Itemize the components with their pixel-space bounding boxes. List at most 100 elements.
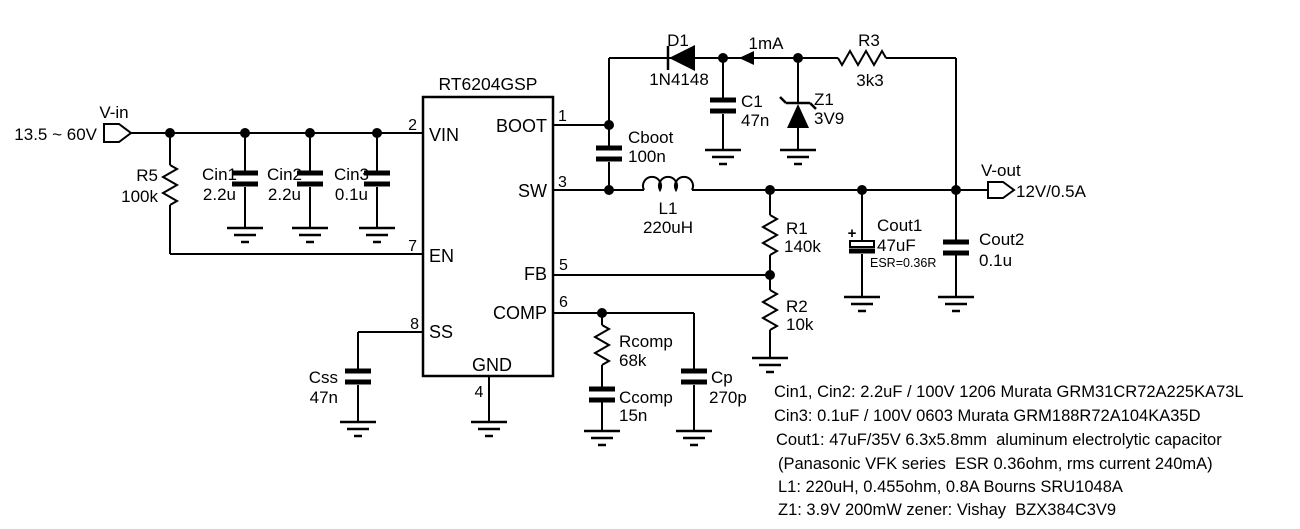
- capacitor-cp: [681, 371, 707, 382]
- css-ref: Css: [309, 368, 338, 387]
- cout1-polarity-mark: +: [848, 225, 857, 242]
- ground-z1: [778, 148, 818, 166]
- resistor-rcomp: [594, 324, 610, 366]
- ground-cout1: [842, 295, 882, 313]
- css-value: 47n: [310, 388, 338, 407]
- ic-pin-number-7: 7: [408, 238, 417, 255]
- d1-value: 1N4148: [649, 70, 709, 89]
- ic-pin-label-ss: SS: [429, 322, 453, 342]
- ground-cin2: [290, 226, 330, 244]
- ground-css: [338, 420, 378, 438]
- r2-value: 10k: [786, 315, 814, 334]
- ground-cout2: [936, 295, 976, 313]
- current-direction-arrow: [739, 51, 754, 65]
- cin3-ref: Cin3: [334, 165, 369, 184]
- ground-r2: [750, 356, 790, 374]
- ccomp-value: 15n: [619, 406, 647, 425]
- inductor-l1: [642, 175, 694, 193]
- capacitor-css: [345, 371, 371, 382]
- capacitor-cout2: [943, 242, 969, 253]
- ic-pin-number-3: 3: [558, 174, 567, 191]
- ic-pin-label-fb: FB: [524, 264, 547, 284]
- c1-ref: C1: [741, 92, 763, 111]
- ground-cp: [674, 429, 714, 447]
- vout-port-connector: [987, 181, 1016, 199]
- diode-d1: [666, 45, 695, 71]
- net-comp: [553, 312, 695, 431]
- d1-ref: D1: [667, 31, 689, 50]
- ic-pin-label-boot: BOOT: [496, 116, 547, 136]
- bom-note-line: L1: 220uH, 0.455ohm, 0.8A Bourns SRU1048…: [778, 478, 1123, 496]
- l1-ref: L1: [659, 199, 678, 218]
- bom-note-line: Cout1: 47uF/35V 6.3x5.8mm aluminum elect…: [776, 431, 1222, 449]
- ic-pin-number-1: 1: [558, 108, 567, 125]
- input-voltage-range: 13.5 ~ 60V: [14, 125, 97, 144]
- ic-pin-label-en: EN: [429, 246, 454, 266]
- ground-cin3: [357, 226, 397, 244]
- cout1-ref: Cout1: [877, 216, 922, 235]
- output-port-label: V-out: [981, 161, 1021, 180]
- bom-note-line: Z1: 3.9V 200mW zener: Vishay BZX384C3V9: [778, 501, 1116, 519]
- capacitor-cboot: [596, 148, 622, 159]
- ic-pin-label-comp: COMP: [493, 303, 547, 323]
- cout2-ref: Cout2: [979, 230, 1024, 249]
- cin1-value: 2.2u: [203, 185, 236, 204]
- z1-ref: Z1: [814, 90, 834, 109]
- net-boot: [553, 58, 610, 190]
- ground-ic: [469, 420, 509, 438]
- z1-value: 3V9: [814, 109, 844, 128]
- bom-note-line: (Panasonic VFK series ESR 0.36ohm, rms c…: [778, 455, 1213, 473]
- ic-pin-number-2: 2: [408, 117, 417, 134]
- ic-pin-label-sw: SW: [518, 181, 547, 201]
- output-rating: 12V/0.5A: [1016, 182, 1087, 201]
- ccomp-ref: Ccomp: [619, 388, 673, 407]
- junction-dots: [165, 53, 961, 318]
- bom-notes: Cin1, Cin2: 2.2uF / 100V 1206 Murata GRM…: [774, 383, 1244, 519]
- ic-pin-number-6: 6: [559, 294, 568, 311]
- cin3-value: 0.1u: [335, 185, 368, 204]
- net-input-caps: [244, 133, 378, 228]
- net-en-r5: [169, 133, 423, 255]
- capacitor-c1: [710, 100, 736, 111]
- r5-ref: R5: [136, 166, 158, 185]
- cout1-value: 47uF: [877, 236, 916, 255]
- ground-cin1: [225, 226, 265, 244]
- cin2-ref: Cin2: [267, 165, 302, 184]
- capacitor-cout1-electrolytic: [849, 240, 875, 254]
- resistor-r1: [762, 214, 778, 256]
- l1-value: 220uH: [643, 218, 693, 237]
- bom-note-line: Cin1, Cin2: 2.2uF / 100V 1206 Murata GRM…: [774, 383, 1244, 401]
- cin1-ref: Cin1: [202, 165, 237, 184]
- r1-ref: R1: [786, 219, 808, 238]
- r5-value: 100k: [121, 187, 158, 206]
- ground-ccomp: [582, 429, 622, 447]
- ic-body: [421, 95, 555, 378]
- zener-diode-z1: [779, 96, 817, 128]
- cp-ref: Cp: [711, 368, 733, 387]
- cboot-value: 100n: [628, 147, 666, 166]
- ic-pin-number-4: 4: [475, 384, 484, 401]
- bom-note-line: Cin3: 0.1uF / 100V 0603 Murata GRM188R72…: [774, 407, 1201, 425]
- ic-pin-number-5: 5: [559, 257, 568, 274]
- c1-value: 47n: [741, 111, 769, 130]
- cboot-ref: Cboot: [628, 128, 674, 147]
- net-ss: [357, 331, 423, 422]
- r3-ref: R3: [858, 31, 880, 50]
- input-port-label: V-in: [99, 103, 128, 122]
- ic-pin-label-gnd: GND: [472, 355, 512, 375]
- r2-ref: R2: [786, 297, 808, 316]
- r3-value: 3k3: [856, 71, 883, 90]
- r1-value: 140k: [784, 237, 821, 256]
- current-annotation: 1mA: [749, 34, 785, 53]
- rcomp-value: 68k: [619, 351, 647, 370]
- cout1-esr-note: ESR=0.36R: [870, 256, 936, 270]
- cin2-value: 2.2u: [268, 185, 301, 204]
- rcomp-ref: Rcomp: [619, 332, 673, 351]
- cout2-value: 0.1u: [979, 251, 1012, 270]
- resistor-r3: [837, 48, 887, 68]
- capacitor-ccomp: [589, 389, 615, 400]
- ic-part-number: RT6204GSP: [439, 74, 538, 94]
- ground-c1: [703, 148, 743, 166]
